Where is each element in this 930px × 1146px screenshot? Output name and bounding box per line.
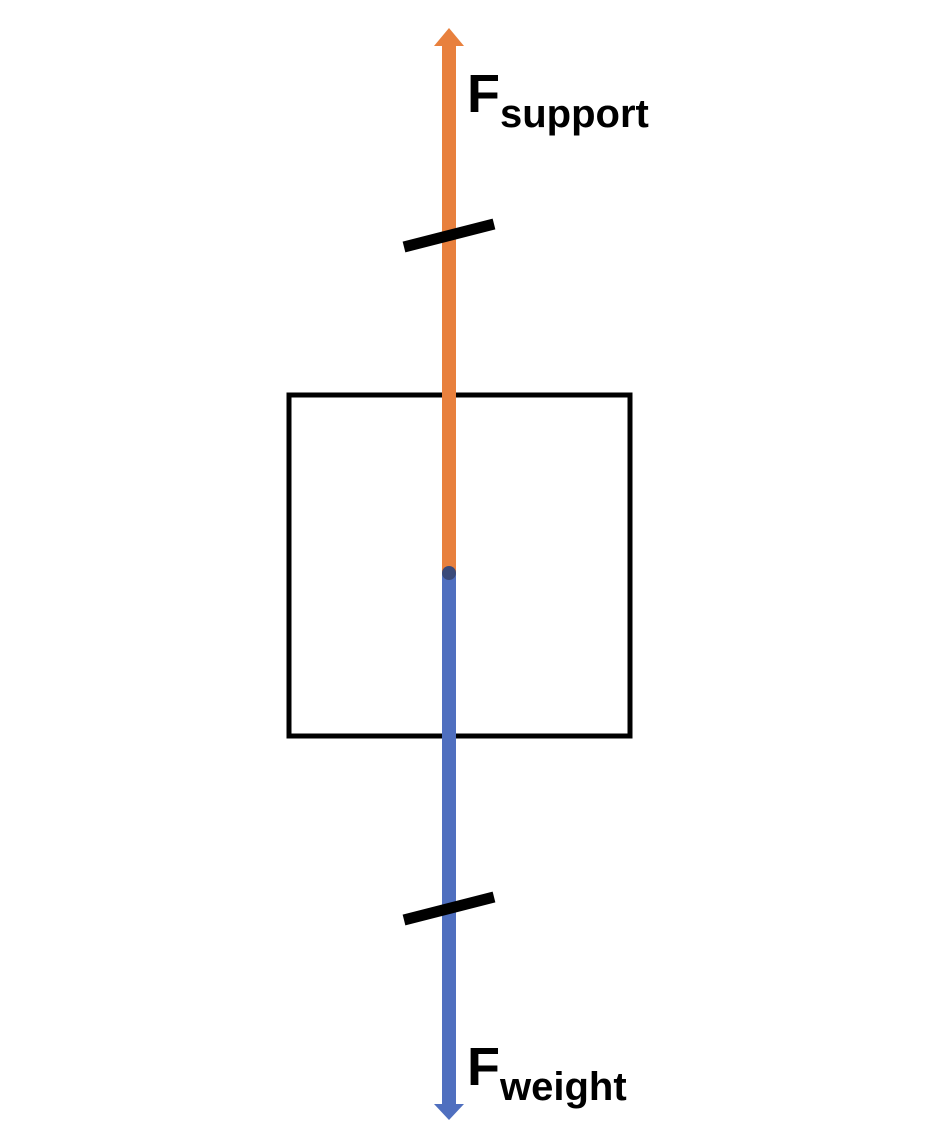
support-force-arrow <box>434 28 464 573</box>
weight-force-arrow <box>434 573 464 1120</box>
application-point <box>442 566 456 580</box>
support-label-subscript: support <box>500 92 649 136</box>
support-force-arrowhead <box>434 28 464 46</box>
weight-force-label: Fweight <box>467 1037 627 1109</box>
support-label-main: F <box>467 64 500 124</box>
weight-force-arrowhead <box>434 1104 464 1120</box>
support-equal-tick <box>402 218 496 253</box>
weight-label-subscript: weight <box>499 1065 627 1109</box>
weight-label-main: F <box>467 1037 500 1097</box>
object-box <box>286 392 633 739</box>
weight-equal-tick <box>402 891 496 926</box>
support-force-label: Fsupport <box>467 64 649 136</box>
